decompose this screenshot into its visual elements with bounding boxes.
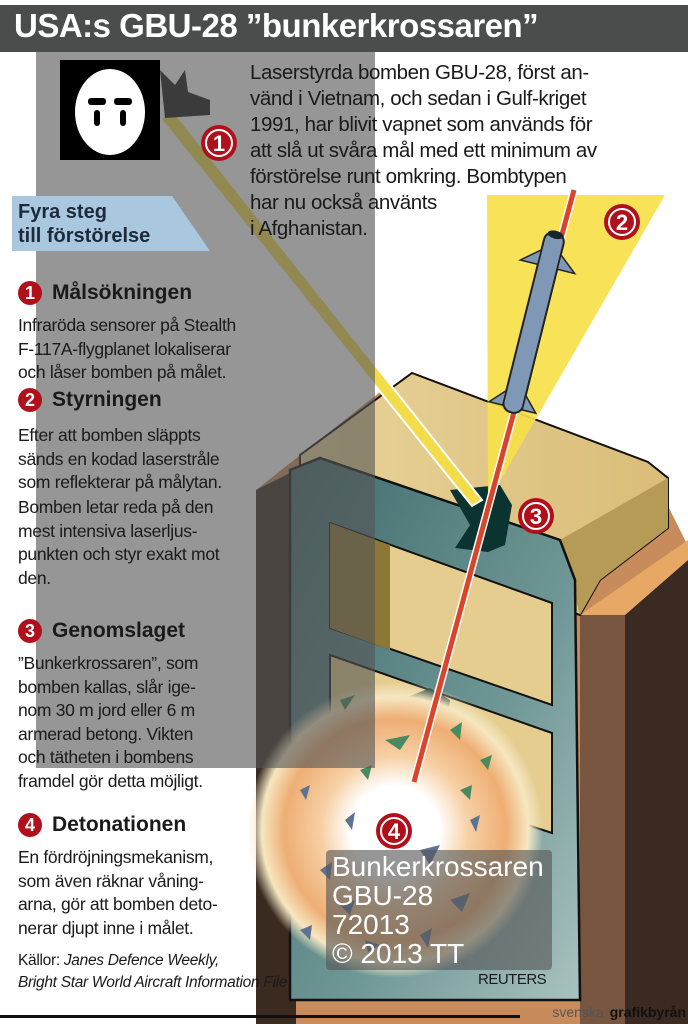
- tt-logo: [60, 60, 160, 160]
- step-1-heading: 1 Målsökningen: [18, 281, 192, 305]
- step-line: och tätheten i bombens: [18, 747, 194, 767]
- watermark-backing: [326, 850, 552, 970]
- watermark-line: Bunkerkrossaren: [332, 851, 544, 882]
- step-line: Bomben letar reda på den: [18, 497, 214, 517]
- step-title: Detonationen: [52, 813, 187, 836]
- intro-line: att slå ut svåra mål med ett minimum av: [250, 139, 597, 162]
- sources: Källor: Janes Defence Weekly, Bright Sta…: [18, 950, 287, 994]
- hole-upper: [450, 485, 512, 552]
- marker-3: 3: [518, 498, 554, 534]
- watermark-line: © 2013 TT: [332, 938, 465, 969]
- step-line: ”Bunkerkrossaren”, som: [18, 653, 199, 673]
- step-line: framdel gör detta möjligt.: [18, 770, 203, 791]
- step-line: bomben kallas, slår ige-: [18, 676, 196, 697]
- step-line: arna, gör att bomben deto-: [18, 894, 218, 914]
- step-number-badge: 3: [18, 619, 42, 643]
- step-line: Efter att bomben släppts: [18, 425, 201, 445]
- step-title: Genomslaget: [52, 619, 186, 642]
- source-2: Bright Star World Aircraft Information F…: [18, 974, 288, 991]
- bomb: [487, 230, 577, 415]
- marker-1-label: 1: [213, 131, 225, 156]
- source-1: Janes Defence Weekly,: [63, 952, 219, 969]
- step-line: nerar djupt inne i målet.: [18, 917, 194, 938]
- step-line: som reflekterar på målytan.: [18, 472, 222, 492]
- marker-2: 2: [604, 204, 640, 240]
- marker-3-label: 3: [530, 504, 542, 529]
- intro-text: Laserstyrda bomben GBU-28, först an- vän…: [250, 60, 680, 242]
- step-line: En fördröjningsmekanism,: [18, 847, 214, 867]
- intro-line: i Afghanistan.: [250, 217, 368, 240]
- step-2-heading: 2 Styrningen: [18, 388, 162, 412]
- brand-bold: grafikbyrån: [609, 1004, 686, 1020]
- step-2-body: Efter att bomben släppts sänds en kodad l…: [18, 424, 222, 495]
- banner-line: Fyra steg: [18, 201, 107, 223]
- step-line: sänds en kodad laserstråle: [18, 448, 220, 469]
- step-line: och låser bomben på målet.: [18, 362, 227, 382]
- step-line: mest intensiva laserljus-: [18, 520, 198, 541]
- intro-line: vänd i Vietnam, och sedan i Gulf-kriget: [250, 87, 587, 110]
- diagram-markers: 1 2 3 4: [201, 125, 640, 849]
- intro-line: 1991, har blivit vapnet som används för: [250, 113, 593, 136]
- banner-line: till förstörelse: [18, 225, 151, 247]
- step-line: nom 30 m jord eller 6 m: [18, 700, 195, 720]
- step-line: den.: [18, 567, 51, 588]
- marker-4: 4: [376, 813, 412, 849]
- intro-line: har nu också använts: [250, 191, 437, 214]
- footer-divider: [0, 1015, 520, 1018]
- intro-line: förstörelse runt omkring. Bombtypen: [250, 165, 567, 188]
- marker-2-label: 2: [616, 210, 628, 235]
- step-4-heading: 4 Detonationen: [18, 813, 186, 837]
- step-number-badge: 4: [18, 813, 42, 837]
- step-number-badge: 1: [18, 281, 42, 305]
- step-line: F-117A-flygplanet lokaliserar: [18, 338, 231, 359]
- step-title: Styrningen: [52, 388, 162, 411]
- steps-banner: Fyra steg till förstörelse: [12, 196, 212, 251]
- marker-1: 1: [201, 125, 237, 161]
- step-3-body: ”Bunkerkrossaren”, som bomben kallas, slå…: [18, 652, 203, 793]
- sources-label: Källor:: [18, 952, 60, 969]
- watermark-line: GBU-28: [332, 880, 434, 911]
- step-title: Målsökningen: [52, 281, 193, 304]
- intro-line: Laserstyrda bomben GBU-28, först an-: [250, 61, 589, 84]
- step-2-body-2: Bomben letar reda på den mest intensiva l…: [18, 496, 220, 590]
- step-line: punkten och styr exakt mot: [18, 544, 220, 564]
- brand-light: svenska: [552, 1004, 604, 1020]
- marker-4-label: 4: [388, 819, 401, 844]
- footer-brand: svenska grafikbyrån: [552, 1004, 686, 1020]
- yellow-laser-cone: [487, 195, 665, 502]
- step-line: Infraröda sensorer på Stealth: [18, 315, 236, 335]
- page-title: USA:s GBU-28 ”bunkerkrossaren”: [14, 7, 539, 44]
- step-line: som även räknar våning-: [18, 870, 204, 891]
- step-3-heading: 3 Genomslaget: [18, 619, 185, 643]
- title-bar: [0, 5, 688, 52]
- step-number-badge: 2: [18, 388, 42, 412]
- step-4-body: En fördröjningsmekanism, som även räknar …: [18, 846, 218, 940]
- watermark-line: 72013: [332, 909, 410, 940]
- image-credit: REUTERS: [478, 971, 547, 988]
- step-line: armerad betong. Vikten: [18, 723, 193, 744]
